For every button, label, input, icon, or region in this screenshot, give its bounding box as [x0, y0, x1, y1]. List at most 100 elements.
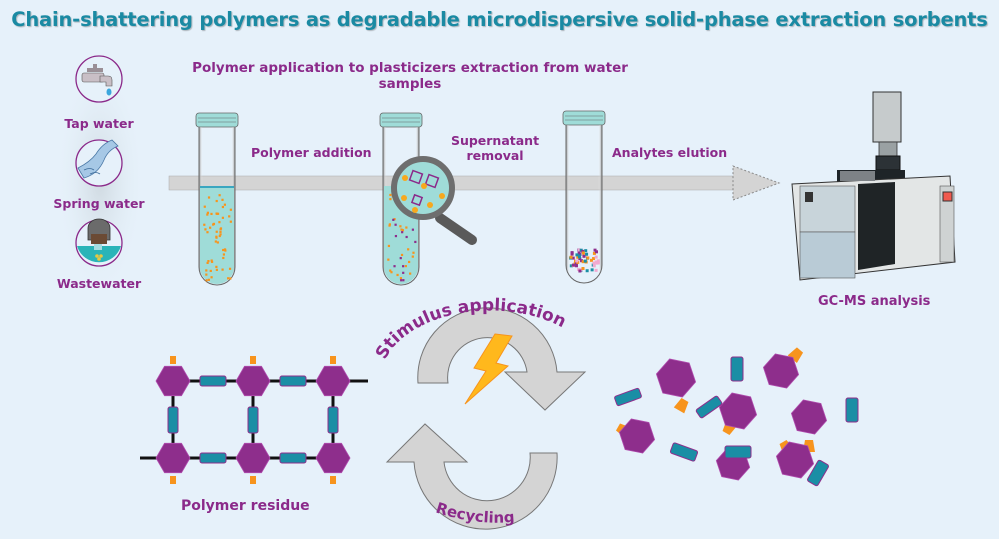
step-label-line2: removal [466, 148, 524, 163]
particle [218, 194, 221, 197]
particle [215, 268, 218, 271]
hexagon-unit [155, 442, 191, 474]
particle [578, 269, 582, 273]
hexagon-unit [618, 418, 656, 454]
particle [214, 240, 217, 243]
particle [221, 205, 225, 209]
particle [592, 257, 596, 261]
particle [593, 248, 597, 252]
particle [393, 218, 396, 221]
particle [206, 213, 209, 216]
particle [579, 248, 583, 252]
particle [577, 251, 581, 255]
particle [203, 205, 206, 208]
particle [581, 260, 585, 264]
figure-title: Chain-shattering polymers as degradable … [11, 8, 988, 31]
particle [400, 228, 403, 231]
pendant-group [787, 347, 804, 364]
gc-ms-instrument-icon [791, 91, 956, 281]
particle [218, 221, 221, 224]
particle [583, 259, 587, 263]
particle [206, 211, 210, 214]
drain-pipe-icon [75, 218, 123, 267]
linker-unit [845, 397, 859, 423]
particle [216, 241, 219, 244]
faucet-icon [75, 55, 123, 103]
particle [206, 261, 209, 265]
source-label-tap-water: Tap water [64, 116, 134, 131]
particle [394, 223, 397, 226]
particle [388, 223, 391, 226]
particle [387, 244, 391, 248]
particle [209, 226, 212, 229]
process-arrow [168, 165, 781, 201]
lightning-bolt-icon [464, 333, 513, 405]
particle [405, 226, 408, 229]
particle [221, 216, 225, 219]
particle [390, 271, 393, 274]
particle [221, 268, 224, 271]
pendant-group [250, 476, 256, 484]
particle [577, 248, 581, 252]
particle [407, 248, 410, 251]
particle [580, 252, 584, 256]
particle [387, 258, 390, 261]
particle [222, 248, 225, 252]
particle [227, 277, 230, 280]
linker-unit [807, 459, 829, 487]
particle [205, 279, 208, 282]
particle [222, 256, 225, 260]
particle [392, 218, 395, 221]
particle [586, 256, 590, 260]
particle [594, 268, 598, 272]
particle [594, 255, 598, 259]
particle [206, 231, 209, 234]
particle [574, 264, 578, 268]
particle [222, 253, 225, 256]
particle [212, 223, 215, 226]
particle [575, 259, 579, 263]
particle [570, 251, 574, 255]
particle [402, 271, 405, 274]
particle [210, 260, 214, 263]
particle [209, 269, 212, 273]
particle [207, 260, 210, 263]
particle [580, 259, 584, 263]
particle [389, 193, 392, 197]
particle [402, 279, 405, 282]
particle [576, 255, 580, 259]
polymer-particles [203, 194, 232, 282]
tube-analytes-elution [562, 110, 606, 284]
particle [229, 277, 232, 280]
pendant-group [250, 356, 256, 364]
particle [229, 220, 232, 223]
pendant-group [170, 356, 176, 364]
source-label-wastewater: Wastewater [56, 276, 142, 291]
particle [570, 252, 574, 256]
particle [401, 229, 404, 232]
particle [228, 267, 232, 270]
particle [411, 255, 414, 258]
linker-unit [199, 375, 227, 387]
particle [215, 199, 218, 203]
particle [590, 268, 594, 272]
particle [596, 259, 600, 263]
particle [389, 269, 392, 272]
particle [215, 235, 218, 238]
particle [229, 208, 232, 211]
particle [569, 255, 573, 259]
particle [581, 267, 585, 271]
recycling-cycle-arrows[interactable] [385, 307, 587, 530]
particle [578, 255, 582, 259]
particle [571, 263, 575, 267]
linker-unit [669, 442, 699, 462]
linker-unit [614, 387, 642, 407]
pendant-group [330, 356, 336, 364]
step-label-polymer-addition: Polymer addition [251, 145, 372, 160]
linker-unit [695, 395, 723, 419]
particle [581, 251, 585, 255]
hexagon-unit [655, 358, 697, 398]
particle [595, 250, 599, 254]
particle [205, 273, 208, 276]
particle [581, 249, 585, 253]
